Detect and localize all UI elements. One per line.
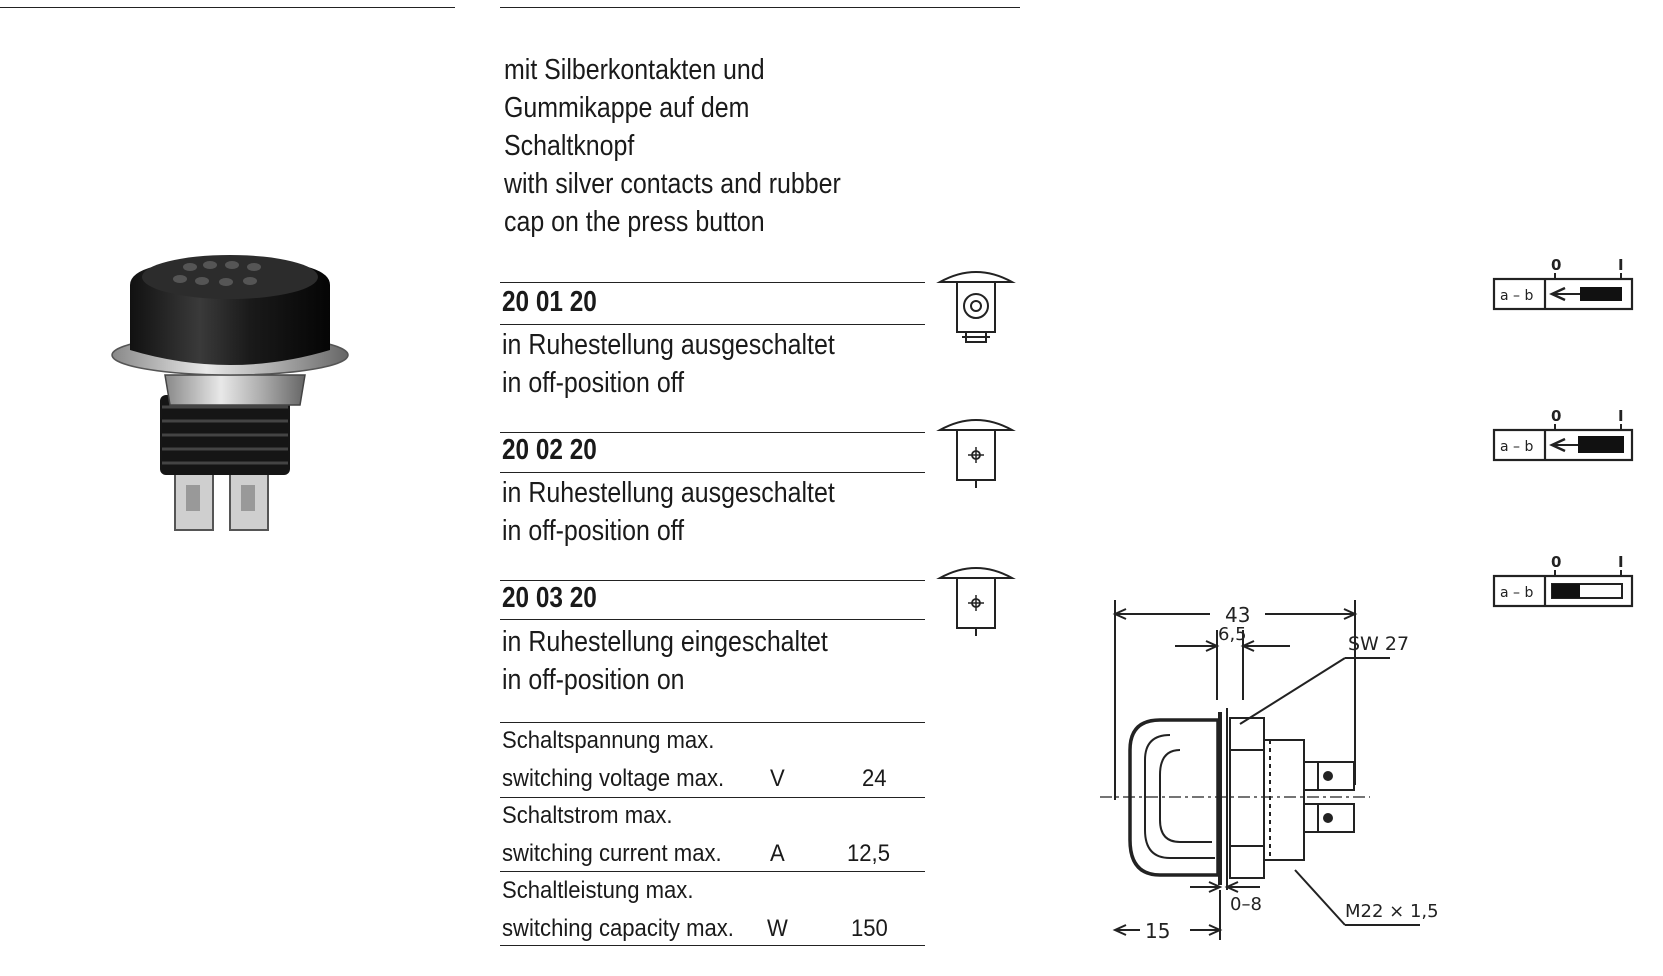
wrench-size: SW 27 [1348, 633, 1409, 655]
description-line: with silver contacts and rubber [504, 168, 841, 200]
pos-off-label: 0 [1551, 553, 1561, 571]
variant-1-description: in Ruhestellung ausgeschaltet in off-pos… [502, 326, 835, 402]
panel-thickness: 0–8 [1230, 894, 1262, 915]
pos-on-label: I [1618, 407, 1624, 425]
variant-1-top-rule [500, 282, 925, 283]
top-rule-left [0, 7, 455, 8]
spec-unit: W [767, 915, 788, 942]
spec-value: 24 [862, 765, 887, 792]
description-line: Schaltknopf [504, 130, 635, 162]
variant-3-top-rule [500, 580, 925, 581]
hex-nut [164, 374, 306, 406]
switch-diagram: 0 I a – b [1492, 407, 1634, 462]
spec-value: 150 [851, 915, 888, 942]
pos-off-label: 0 [1551, 407, 1561, 425]
variant-2-top-rule [500, 432, 925, 433]
product-photo [111, 255, 349, 531]
spec-label-de: Schaltstrom max. [502, 802, 673, 829]
spec-unit: V [770, 765, 785, 792]
description-line: mit Silberkontakten und [504, 54, 765, 86]
variant-2-code: 20 02 20 [502, 434, 597, 466]
description-line: Gummikappe auf dem [504, 92, 750, 124]
spec-top-rule [500, 722, 925, 723]
cap-length: 15 [1145, 919, 1170, 943]
spec-row-voltage: Schaltspannung max. switching voltage ma… [502, 726, 927, 796]
button-symbol-icon [936, 567, 1016, 636]
spec-label-en: switching current max. [502, 840, 722, 867]
variant-2-de: in Ruhestellung ausgeschaltet [502, 477, 835, 509]
variant-3-description: in Ruhestellung eingeschaltet in off-pos… [502, 623, 828, 699]
spec-row-capacity: Schaltleistung max. switching capacity m… [502, 876, 927, 946]
spec-label-de: Schaltleistung max. [502, 877, 694, 904]
spec-unit: A [770, 840, 785, 867]
dim-bezel: 6,5 [1218, 624, 1247, 645]
pos-off-label: 0 [1551, 256, 1561, 274]
spec-value: 12,5 [847, 840, 890, 867]
spec-label-en: switching capacity max. [502, 915, 734, 942]
switch-diagram: 0 I a – b [1492, 553, 1634, 608]
spec-label-de: Schaltspannung max. [502, 727, 715, 754]
contact-label: a – b [1500, 585, 1533, 601]
dimension-drawing: 43 6,5 SW 27 0–8 15 M22 × 1,5 [1100, 600, 1439, 943]
variant-1-de: in Ruhestellung ausgeschaltet [502, 329, 835, 361]
pos-on-label: I [1618, 553, 1624, 571]
contact-label: a – b [1500, 439, 1533, 455]
spec-row-current: Schaltstrom max. switching current max. … [502, 801, 927, 871]
contact-label: a – b [1500, 288, 1533, 304]
description-line: cap on the press button [504, 206, 765, 238]
thread-size: M22 × 1,5 [1345, 901, 1439, 922]
spec-label-en: switching voltage max. [502, 765, 725, 792]
variant-3-code: 20 03 20 [502, 582, 597, 614]
variant-2-en: in off-position off [502, 515, 685, 547]
switch-diagram: 0 I a – b [1492, 256, 1634, 311]
top-rule-right [500, 7, 1020, 8]
spec-rule [500, 871, 925, 872]
variant-3-de: in Ruhestellung eingeschaltet [502, 626, 828, 658]
button-symbol-icon [936, 419, 1016, 488]
spec-rule [500, 797, 925, 798]
button-symbol-icon [936, 271, 1016, 343]
variant-1-mid-rule [500, 324, 925, 325]
variant-1-en: in off-position off [502, 367, 685, 399]
variant-2-description: in Ruhestellung ausgeschaltet in off-pos… [502, 474, 835, 550]
variant-2-mid-rule [500, 472, 925, 473]
variant-3-mid-rule [500, 619, 925, 620]
variant-1-code: 20 01 20 [502, 286, 597, 318]
spec-bottom-rule [500, 945, 925, 946]
description-block: mit Silberkontakten und Gummikappe auf d… [504, 51, 841, 241]
variant-3-en: in off-position on [502, 664, 685, 696]
dim-total: 43 [1225, 603, 1250, 627]
pos-on-label: I [1618, 256, 1624, 274]
